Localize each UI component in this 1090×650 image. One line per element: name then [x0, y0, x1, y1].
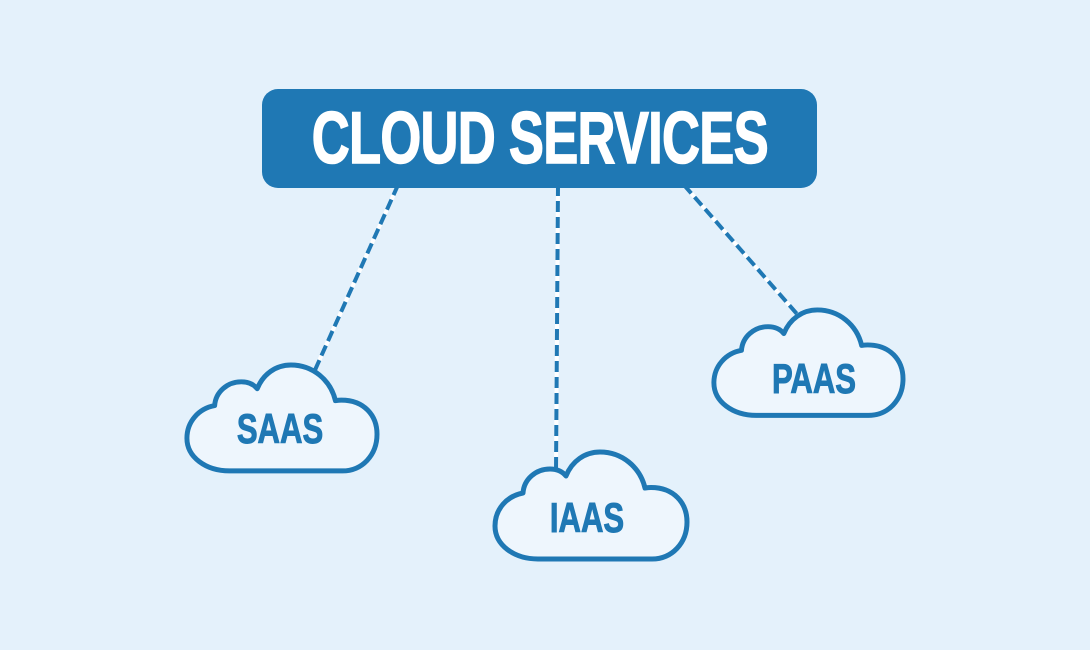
connector-paas — [682, 183, 799, 316]
connector-saas — [313, 184, 400, 371]
saas-label: SAAS — [236, 405, 324, 452]
connector-iaas — [554, 184, 560, 473]
iaas-label: IAAS — [549, 494, 625, 541]
title-banner: CLOUD SERVICES — [262, 89, 817, 188]
paas-label: PAAS — [771, 355, 857, 402]
page-title: CLOUD SERVICES — [311, 98, 769, 179]
